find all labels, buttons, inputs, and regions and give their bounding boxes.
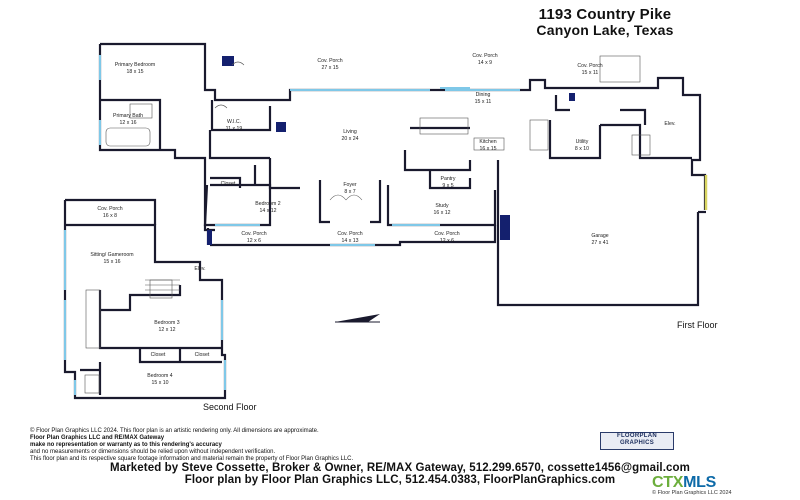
- bedroom3-size: 12 x 12: [158, 327, 175, 333]
- first-floor-outline-left: [98, 44, 215, 232]
- fpg-logo-line-2: GRAPHICS: [619, 440, 655, 446]
- bedroom3-label: Bedroom 3: [154, 320, 179, 326]
- garage-stair-block: [500, 215, 510, 240]
- second-cov-porch-size: 16 x 8: [103, 213, 117, 219]
- sitting-gameroom-size: 15 x 16: [103, 259, 120, 265]
- disclaimer-line-1: © Floor Plan Graphics LLC 2024. This flo…: [30, 428, 319, 434]
- north-arrow-icon: [335, 314, 380, 323]
- floorplan-graphics-logo: FLOORPLAN GRAPHICS: [600, 432, 674, 450]
- second-elev-label: Elev.: [194, 266, 205, 272]
- ctx-logo-suffix: MLS: [683, 474, 716, 491]
- cov-porch-top-size: 27 x 15: [321, 65, 338, 71]
- first-floor-outline-top: [100, 42, 707, 210]
- study-size: 16 x 12: [433, 210, 450, 216]
- wall-wic: [210, 100, 272, 132]
- dining-label: Dining: [476, 92, 491, 98]
- sitting-gameroom-label: Sitting/ Gameroom: [90, 252, 133, 258]
- disclaimer-line-2: Floor Plan Graphics LLC and RE/MAX Gatew…: [30, 435, 165, 441]
- disclaimer: © Floor Plan Graphics LLC 2024. This flo…: [30, 428, 550, 463]
- foyer-size: 8 x 7: [344, 189, 355, 195]
- bedroom2-label: Bedroom 2: [255, 201, 280, 207]
- second-cov-porch-label: Cov. Porch: [97, 206, 122, 212]
- cov-porch-top2-size: 14 x 9: [478, 60, 492, 66]
- primary-bedroom-label: Primary Bedroom: [115, 62, 155, 68]
- living-label: Living: [343, 129, 357, 135]
- primary-bedroom-fireplace-icon: [222, 56, 234, 66]
- primary-bedroom-size: 18 x 15: [126, 69, 143, 75]
- dining-size: 15 x 11: [475, 99, 492, 105]
- disclaimer-line-4: and no measurements or dimensions should…: [30, 449, 276, 455]
- ctx-copyright: © Floor Plan Graphics LLC 2024: [652, 490, 732, 496]
- second-porch-line: [65, 198, 157, 225]
- utility-label: Utility: [576, 139, 589, 145]
- cov-porch-right-size: 15 x 11: [582, 70, 599, 76]
- wall-bedroom3: [98, 290, 222, 350]
- bedroom2-size: 14 x 12: [259, 208, 276, 214]
- utility-size: 8 x 10: [575, 146, 589, 152]
- first-floor-label: First Floor: [677, 320, 718, 330]
- address-line-2: Canyon Lake, Texas: [536, 22, 674, 38]
- cov-porch-b1-label: Cov. Porch: [241, 231, 266, 237]
- wall-utility: [548, 120, 602, 160]
- marketed-by-credit: Marketed by Steve Cossette, Broker & Own…: [110, 462, 690, 474]
- wall-bedroom2: [203, 183, 272, 227]
- ctx-logo-prefix: CTX: [652, 474, 684, 491]
- fixtures: [84, 55, 651, 394]
- garage-size: 27 x 41: [591, 240, 608, 246]
- cov-porch-b2-size: 14 x 13: [341, 238, 358, 244]
- wall-living-left: [268, 158, 300, 190]
- study-label: Study: [435, 203, 449, 209]
- closet-label: Closet: [221, 181, 236, 187]
- bedroom4-size: 15 x 10: [151, 380, 168, 386]
- primary-bath-label: Primary Bath: [113, 113, 143, 119]
- closet-b-label: Closet: [195, 352, 210, 358]
- floorplan-credit: Floor plan by Floor Plan Graphics LLC, 5…: [184, 474, 616, 486]
- pantry-label: Pantry: [441, 176, 456, 182]
- wall-right-block: [600, 123, 692, 160]
- living-fireplace-icon: [276, 122, 286, 132]
- primary-bath-size: 12 x 16: [119, 120, 136, 126]
- wall-kitchen: [403, 150, 472, 172]
- cov-porch-b3-size: 12 x 6: [440, 238, 454, 244]
- kitchen-size: 16 x 15: [479, 146, 496, 152]
- wall-foyer: [318, 180, 330, 224]
- kitchen-label: Kitchen: [479, 139, 496, 145]
- disclaimer-line-5: This floor plan and its respective squar…: [30, 456, 354, 462]
- pantry-size: 9 x 5: [442, 183, 453, 189]
- wall-closet: [210, 176, 242, 188]
- address-line-1: 1193 Country Pike: [538, 6, 672, 23]
- dining-post: [569, 93, 575, 101]
- cov-porch-b2-label: Cov. Porch: [337, 231, 362, 237]
- second-floor-label: Second Floor: [203, 402, 257, 412]
- cov-porch-right-label: Cov. Porch: [577, 63, 602, 69]
- porch-post: [207, 230, 212, 245]
- bedroom4-label: Bedroom 4: [147, 373, 172, 379]
- wic-label: W.I.C.: [227, 119, 241, 125]
- foyer-label: Foyer: [343, 182, 357, 188]
- elev-label: Elev.: [664, 121, 675, 127]
- wic-size: 11 x 19: [226, 126, 243, 132]
- garage-label: Garage: [591, 233, 608, 239]
- closet-a-label: Closet: [151, 352, 166, 358]
- cov-porch-top2-label: Cov. Porch: [472, 53, 497, 59]
- disclaimer-line-3: make no representation or warranty as to…: [30, 442, 222, 448]
- fpg-logo-line-1: FLOORPLAN: [616, 433, 658, 439]
- garage-outline: [496, 160, 700, 307]
- wall-closets: [138, 348, 222, 364]
- wall-primary-bath: [100, 98, 162, 150]
- living-size: 20 x 24: [341, 136, 358, 142]
- cov-porch-b1-size: 12 x 6: [247, 238, 261, 244]
- wall-pantry: [428, 170, 472, 190]
- cov-porch-b3-label: Cov. Porch: [434, 231, 459, 237]
- windows: [64, 55, 520, 395]
- cov-porch-top-label: Cov. Porch: [317, 58, 342, 64]
- ctxmls-logo: CTXMLS: [652, 474, 716, 492]
- second-floor-outline: [63, 223, 227, 400]
- wall-study: [386, 185, 497, 227]
